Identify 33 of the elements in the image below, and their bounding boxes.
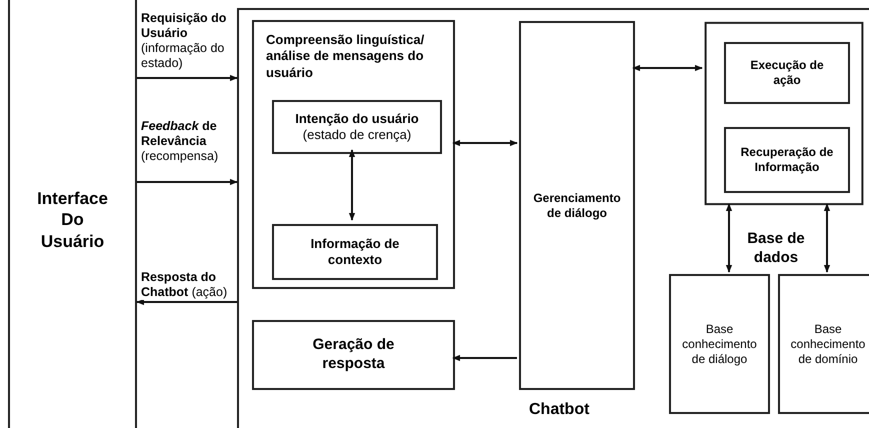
process-box <box>252 20 455 289</box>
box-sublabel: (estado de crença) <box>302 127 412 144</box>
box-label: Recuperação de Informação <box>740 145 834 175</box>
arrow <box>452 354 517 362</box>
container-box <box>237 8 869 428</box>
process-box <box>778 274 869 414</box>
process-box <box>724 127 850 193</box>
arrow <box>452 140 518 146</box>
box-label: Execução de ação <box>749 58 825 88</box>
process-box <box>724 42 850 104</box>
process-box <box>519 21 635 390</box>
box-label: Base conhecimento de domínio <box>790 322 866 366</box>
box-label: Interface Do Usuário <box>36 188 109 252</box>
box-label: Intenção do usuário <box>294 110 420 127</box>
empty-box <box>704 21 864 206</box>
arrow <box>137 74 238 82</box>
box-label: Compreensão linguística/ análise de mensagens do usuário <box>266 32 426 81</box>
arrow <box>632 64 703 72</box>
arrow <box>726 203 732 273</box>
arrow <box>824 203 830 273</box>
box-label: Geração de resposta <box>312 336 396 374</box>
box-label: Base conhecimento de diálogo <box>681 322 758 366</box>
process-box <box>252 320 455 390</box>
arrow <box>137 178 238 186</box>
process-box <box>272 100 442 154</box>
container-title: Chatbot <box>529 401 590 419</box>
box-label: Informação de contexto <box>310 236 400 268</box>
arrow <box>348 149 356 221</box>
process-box <box>669 274 770 414</box>
arrow <box>136 298 237 306</box>
process-box <box>272 224 438 280</box>
box-label: Gerenciamento de diálogo <box>532 190 622 220</box>
process-box <box>8 0 137 428</box>
